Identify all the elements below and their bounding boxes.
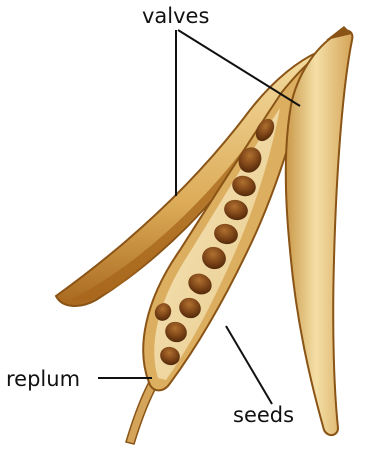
valves-label: valves [142, 6, 209, 27]
valves-leader-right [178, 30, 300, 106]
seeds-leader [226, 326, 272, 404]
seeds-label: seeds [233, 405, 294, 426]
replum-label: replum [6, 369, 80, 390]
right-valve [286, 30, 353, 435]
leader-lines [98, 30, 300, 404]
